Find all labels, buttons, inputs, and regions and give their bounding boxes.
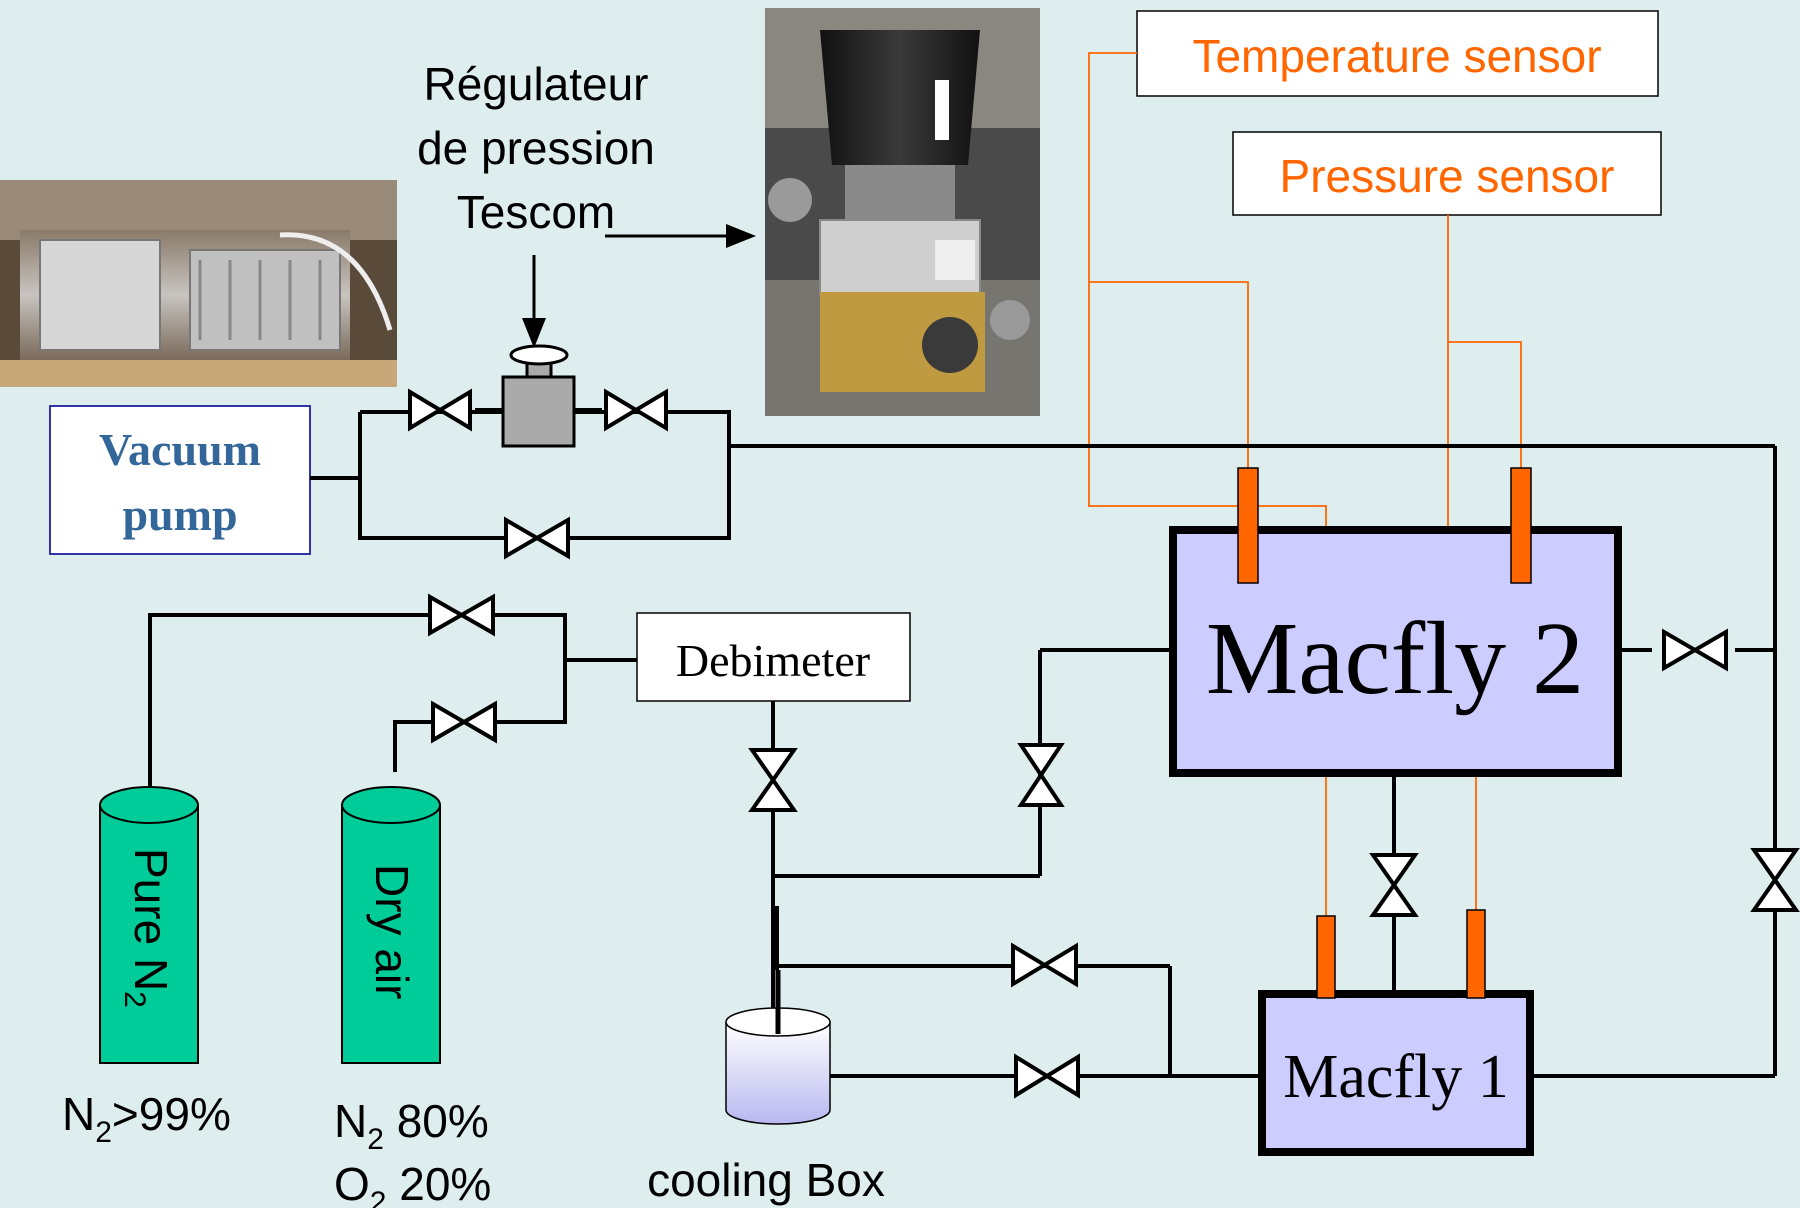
pressure-sensor-label: Pressure sensor [1280,150,1615,202]
valve-macfly-link[interactable] [1373,855,1415,915]
valve-vacuum-bypass[interactable] [506,520,568,556]
vacuum-pump-label-line1: Vacuum [99,424,261,475]
cooling-box: cooling Box [647,970,885,1206]
valve-vacuum-right[interactable] [606,392,666,428]
vacuum-pump-label-line2: pump [122,489,237,540]
regulator-label-line2: de pression [417,122,655,174]
vacuum-pump-box: Vacuum pump [50,406,310,554]
dry-air-cylinder: Dry air [342,787,440,1063]
temperature-sensor-label-box: Temperature sensor [1137,11,1658,96]
valve-debimeter[interactable] [752,750,794,810]
debimeter-label: Debimeter [676,635,870,686]
arrow-to-photo [605,224,756,248]
air-n2-label: N2 80% [334,1095,489,1156]
regulator-label-line3: Tescom [457,186,615,238]
pure-n2-cylinder: Pure N2 [100,787,198,1063]
macfly2-temperature-probe [1238,468,1258,583]
macfly1-label: Macfly 1 [1283,1043,1509,1111]
valve-macfly2-inlet[interactable] [1021,745,1061,805]
debimeter-box: Debimeter [637,613,910,701]
macfly1-pressure-probe [1467,910,1485,998]
valve-cooling-upper[interactable] [1013,946,1076,984]
macfly1-temperature-probe [1317,916,1335,998]
pressure-regulator [475,346,602,446]
regulator-photo [765,8,1040,416]
regulator-label: Régulateur de pression Tescom [417,58,655,238]
regulator-label-line1: Régulateur [423,58,648,110]
macfly1-vessel: Macfly 1 [1262,994,1530,1152]
valve-dry-air[interactable] [433,704,495,740]
temperature-sensor-label: Temperature sensor [1192,30,1601,82]
air-o2-label: O2 20% [334,1158,491,1208]
pressure-sensor-label-box: Pressure sensor [1233,132,1661,215]
arrow-to-regulator [522,255,546,348]
macfly2-label: Macfly 2 [1206,601,1584,716]
valve-n2[interactable] [430,597,493,633]
valve-macfly2-outlet[interactable] [1664,632,1726,668]
pure-n2-cylinder-label: Pure N2 [118,848,177,1008]
valve-bypass-right[interactable] [1754,850,1796,910]
valve-vacuum-left[interactable] [410,392,470,428]
macfly2-pressure-probe [1511,468,1531,583]
dry-air-cylinder-label: Dry air [366,864,418,999]
pump-photo [0,180,397,387]
cooling-box-label: cooling Box [647,1154,885,1206]
n2-purity-label: N2>99% [62,1088,231,1149]
valve-cooling-lower[interactable] [1016,1057,1078,1095]
